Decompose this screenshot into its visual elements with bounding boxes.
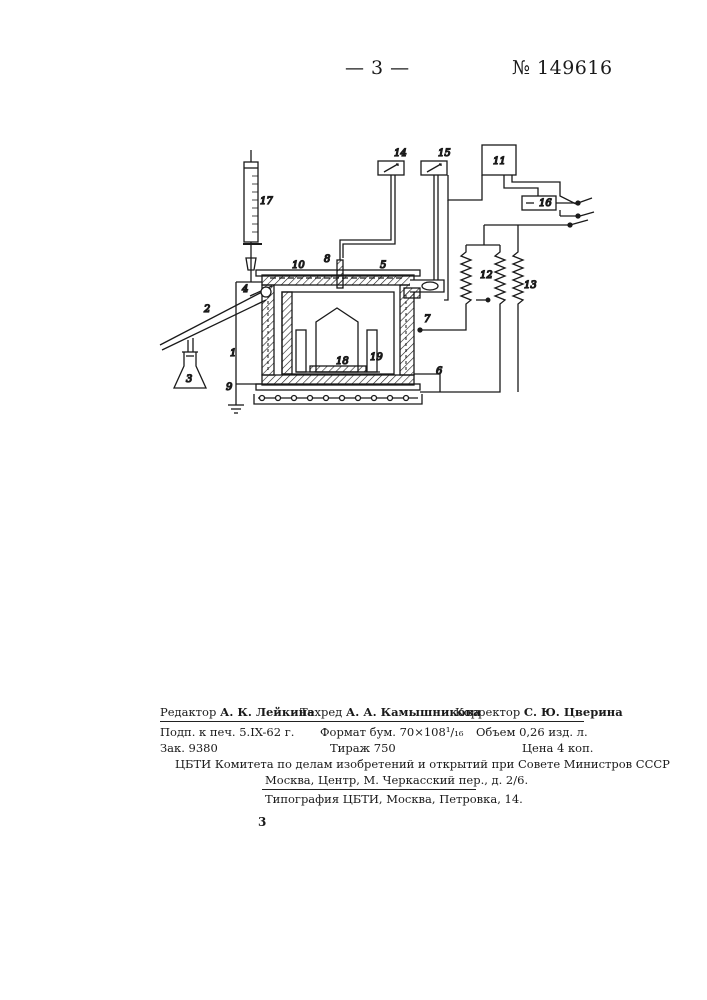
volume: Объем 0,26 изд. л.	[476, 725, 588, 739]
corrector-name: С. Ю. Цверина	[524, 705, 623, 719]
meter-15	[421, 161, 447, 175]
meter-14	[378, 161, 404, 175]
label-15: 15	[438, 148, 451, 159]
publisher-address: Москва, Центр, М. Черкасский пер., д. 2/…	[265, 773, 528, 787]
label-6: 6	[436, 366, 443, 377]
burette	[243, 150, 262, 282]
label-8: 8	[324, 254, 330, 265]
editor-line: Редактор А. К. Лейкина	[160, 705, 315, 719]
order-number: Зак. 9380	[160, 741, 218, 755]
price: Цена 4 коп.	[522, 741, 593, 755]
print-run: Тираж 750	[330, 741, 396, 755]
label-18: 18	[336, 356, 349, 367]
resistor-13	[513, 225, 523, 320]
printer: Типография ЦБТИ, Москва, Петровка, 14.	[265, 792, 523, 806]
label-7: 7	[424, 314, 431, 325]
imprint-rule-top	[160, 721, 584, 722]
techred-line: Техред А. А. Камышникова	[300, 705, 481, 719]
bottom-heater	[254, 394, 422, 404]
label-17: 17	[260, 196, 273, 207]
label-11: 11	[493, 156, 506, 167]
label-12: 12	[480, 270, 493, 281]
label-10: 10	[292, 260, 305, 271]
label-9: 9	[226, 382, 233, 393]
corrector-line: Корректор С. Ю. Цверина	[455, 705, 623, 719]
footer-page-number: 3	[258, 815, 266, 829]
techred-label: Техред	[300, 705, 342, 719]
paper-format: Формат бум. 70×108¹/₁₆	[320, 725, 464, 739]
label-3: 3	[186, 374, 192, 385]
publisher: ЦБТИ Комитета по делам изобретений и отк…	[175, 757, 670, 771]
thermocouple	[337, 175, 395, 288]
editor-label: Редактор	[160, 705, 216, 719]
corrector-label: Корректор	[455, 705, 520, 719]
label-13: 13	[524, 280, 537, 291]
sensor-7	[404, 280, 444, 298]
label-4: 4	[241, 284, 248, 295]
signed-date: Подп. к печ. 5.IX-62 г.	[160, 725, 294, 739]
label-16: 16	[539, 198, 552, 209]
label-19: 19	[370, 352, 383, 363]
label-14: 14	[394, 148, 407, 159]
imprint-rule-bottom	[262, 789, 476, 790]
label-1: 1	[230, 348, 236, 359]
label-2: 2	[203, 304, 210, 315]
inlet-tube	[160, 286, 272, 352]
label-5: 5	[380, 260, 386, 271]
